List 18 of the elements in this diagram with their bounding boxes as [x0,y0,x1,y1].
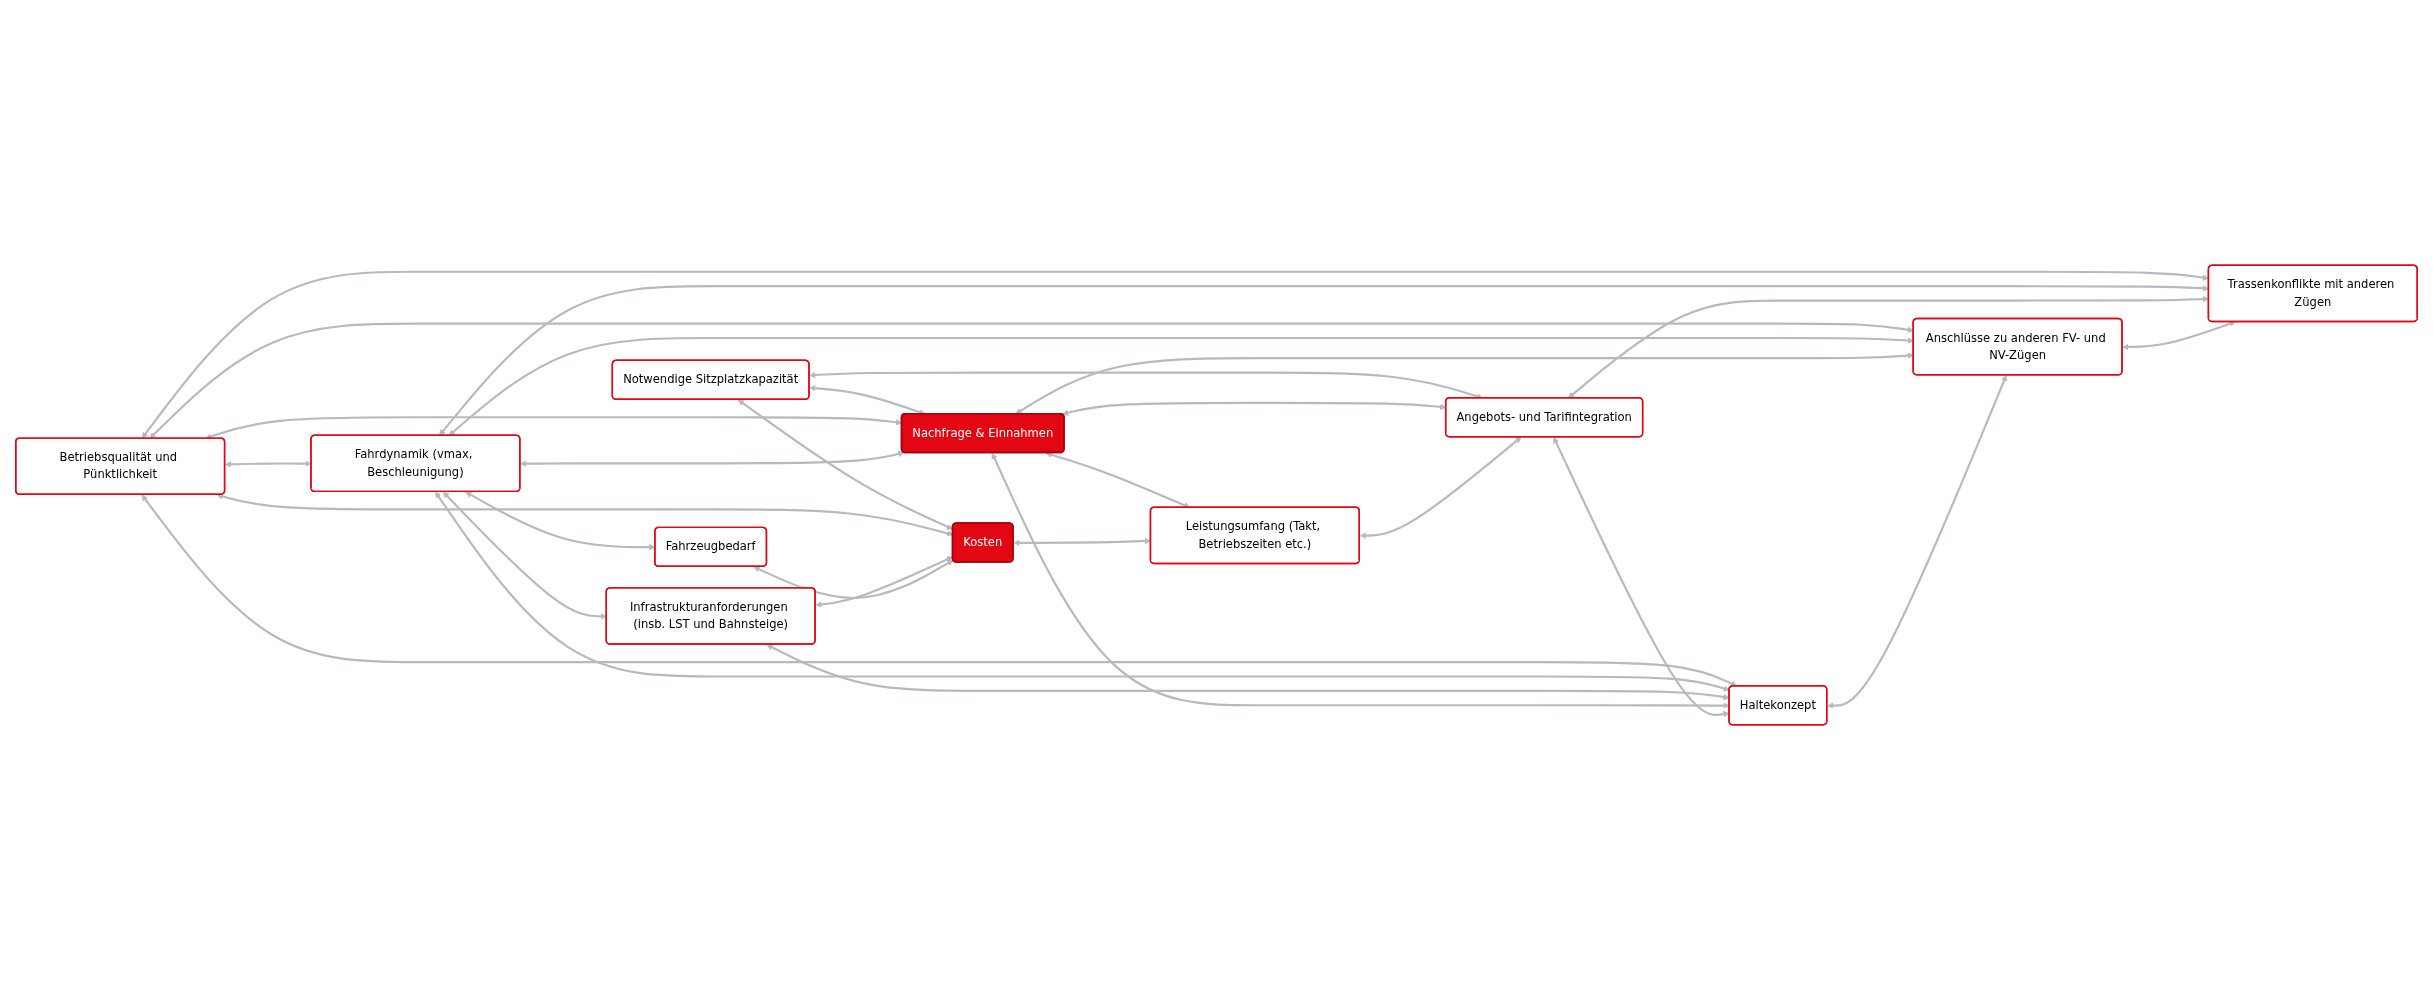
arrow [442,491,607,620]
arrow [1553,437,1730,718]
arrow [149,322,1914,439]
arrow [224,460,312,468]
arrow [1045,451,1191,509]
arrow [1827,374,2008,709]
arrow [141,494,1738,687]
arrow [753,559,954,600]
arrow [766,644,1730,701]
arrow [448,336,1914,436]
arrow [815,556,954,608]
arrow [2122,320,2236,351]
arrow [991,452,1730,709]
arrow [1359,436,1522,539]
arrow [1015,352,1914,415]
arrow [520,450,905,467]
arrow [737,399,954,530]
arrow [435,491,1730,692]
